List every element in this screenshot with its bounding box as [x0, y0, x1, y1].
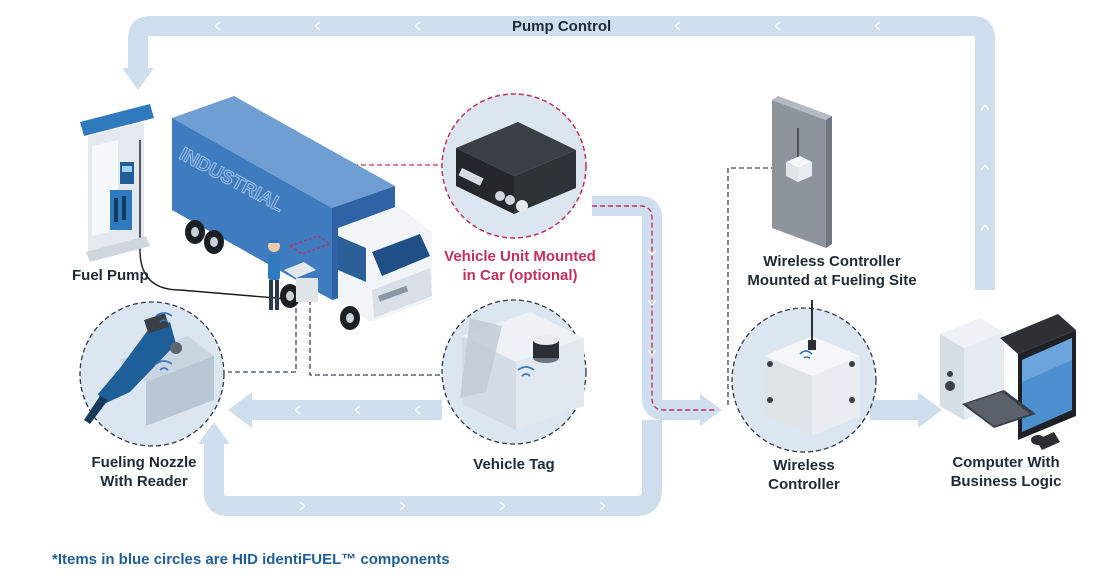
wireless-controller-label: Wireless Controller: [754, 456, 854, 494]
fuel-pump: [80, 104, 301, 301]
wireless-site-label: Wireless Controller Mounted at Fueling S…: [740, 252, 924, 290]
nozzle-circle: [79, 301, 225, 447]
nozzle-loop-flow: [198, 420, 662, 516]
vehicle-unit-label-line1: Vehicle Unit Mounted: [444, 248, 596, 265]
pump-control-arrowhead: [122, 68, 154, 90]
truck-icon: INDUSTRIAL: [172, 96, 432, 330]
wireless-controller-site: [772, 96, 832, 248]
computer-label-line1: Computer With: [952, 454, 1060, 471]
footnote: *Items in blue circles are HID identiFUE…: [52, 551, 450, 568]
controller-to-computer-flow: [870, 392, 942, 428]
vehicle-unit-circle: [441, 93, 587, 239]
wireless-controller-circle: [731, 300, 877, 453]
fuel-pump-label-text: Fuel Pump: [72, 267, 149, 284]
vehicle-tag-circle: [441, 299, 587, 445]
vehicle-tag-label: Vehicle Tag: [462, 455, 566, 474]
tag-to-controller-flow: [592, 196, 722, 426]
nozzle-loop-arrowhead: [198, 422, 230, 444]
vehicle-tag-icon: [460, 312, 584, 430]
wireless-controller-label-line1: Wireless: [773, 457, 835, 474]
wireless-site-label-line1: Wireless Controller: [763, 253, 901, 270]
computer-label-line2: Business Logic: [950, 473, 1062, 490]
pump-control-label: Pump Control: [512, 18, 612, 35]
vehicle-tag-label-text: Vehicle Tag: [473, 456, 555, 473]
vehicle-unit-label-line2: in Car (optional): [462, 267, 578, 284]
tag-to-nozzle-flow: [228, 392, 442, 428]
vehicle-unit-device-icon: [456, 122, 576, 214]
fueling-nozzle-icon: [84, 312, 214, 426]
nozzle-label: Fueling Nozzle With Reader: [84, 453, 204, 491]
fuel-pump-label: Fuel Pump: [72, 266, 149, 285]
wireless-site-label-line2: Mounted at Fueling Site: [747, 272, 917, 289]
vehicle-unit-label: Vehicle Unit Mounted in Car (optional): [440, 247, 600, 285]
nozzle-label-line1: Fueling Nozzle: [91, 454, 197, 471]
wireless-controller-icon: [764, 300, 860, 436]
computer-label: Computer With Business Logic: [946, 453, 1066, 491]
pump-control-flow: [122, 15, 995, 290]
wireless-controller-label-line2: Controller: [768, 476, 840, 493]
nozzle-label-line2: With Reader: [100, 473, 188, 490]
computer-icon: [940, 314, 1076, 450]
